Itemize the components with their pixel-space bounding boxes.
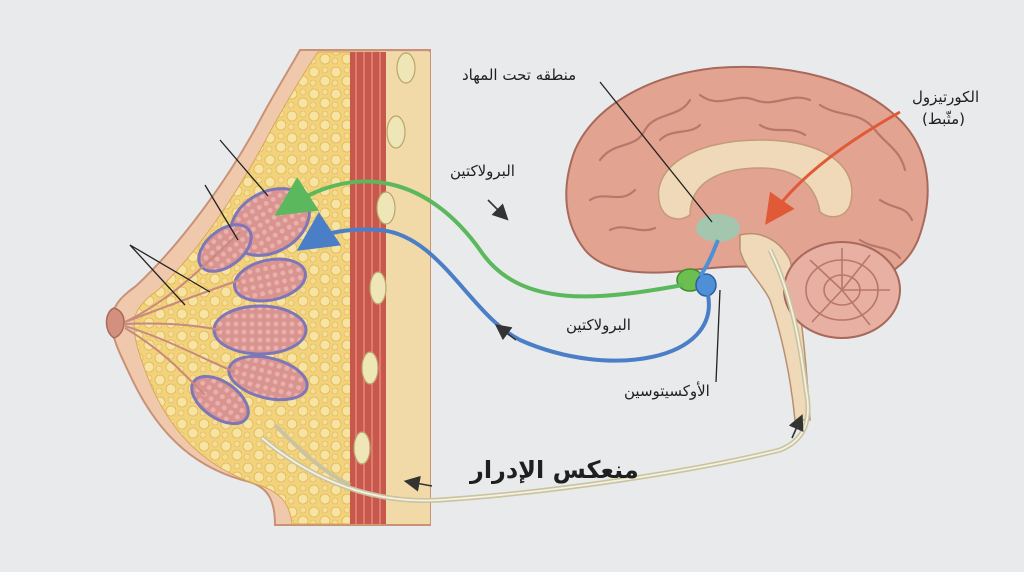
brain-pointer-lines xyxy=(599,81,721,383)
posterior-pituitary xyxy=(695,273,717,297)
label-oxytocin: الأوكسيتوسين xyxy=(624,382,710,400)
brain-gyri xyxy=(588,93,914,260)
label-cortisol: الكورتيزول xyxy=(912,88,980,106)
milk-ducts xyxy=(124,231,241,396)
label-letdown-reflex: منعكس الإدرار xyxy=(470,456,639,484)
prolactin-pathway xyxy=(274,177,684,299)
brain-illustration xyxy=(565,65,929,421)
cerebellum xyxy=(783,241,901,339)
label-prolactin-upper: البرولاكتين xyxy=(450,162,515,180)
hypothalamus-area xyxy=(696,214,740,242)
breast-pointer-lines xyxy=(129,139,269,306)
label-hypothalamus: منطقه تحت المهاد xyxy=(462,66,577,84)
cortisol-pathway xyxy=(765,110,901,225)
label-prolactin-lower: البرولاكتين xyxy=(566,316,631,334)
label-cortisol-note: (مثّبط) xyxy=(922,110,966,128)
cerebrum xyxy=(565,65,929,287)
ribs xyxy=(353,52,416,465)
direction-arrows xyxy=(403,199,804,492)
oxytocin-pathway xyxy=(296,212,711,363)
breast-illustration xyxy=(105,49,431,526)
corpus-callosum xyxy=(657,139,853,220)
nipple xyxy=(105,307,125,339)
